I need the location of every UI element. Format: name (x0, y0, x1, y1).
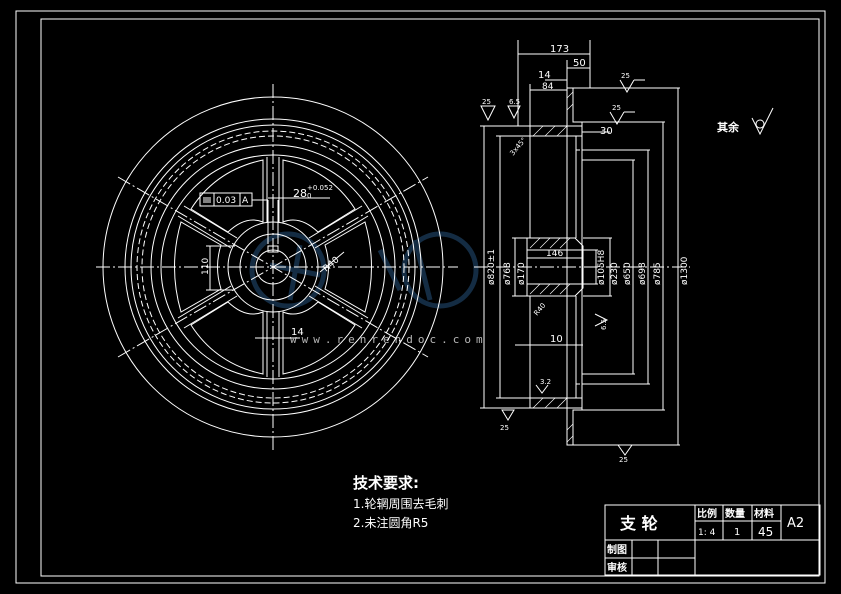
dim-50: 50 (573, 58, 586, 69)
section-hatching (529, 91, 574, 443)
centerline-diag-2 (117, 176, 429, 358)
hub-outer (227, 221, 319, 313)
tech-req-title: 技术要求: (353, 474, 419, 492)
rim-hidden-1 (136, 130, 410, 404)
inner-frame (40, 18, 820, 577)
web-openings (174, 159, 372, 375)
tech-req-item-2: 2.未注圆角R5 (353, 515, 428, 530)
keyway (267, 245, 279, 253)
roughness-2: 25 (621, 72, 630, 80)
hub-height-dim: 110 (201, 258, 211, 275)
rim-2 (124, 118, 422, 416)
dia-785: ø785 (653, 262, 663, 285)
qty-label: 数量 (725, 507, 745, 520)
material-label: 材料 (754, 507, 774, 520)
roughness-4: 25 (500, 424, 509, 432)
rim-outer (102, 96, 444, 438)
dim-14: 14 (538, 70, 551, 81)
dim-10: 10 (550, 334, 563, 345)
dia-230: ø230 (610, 262, 620, 285)
web-circle (160, 154, 386, 380)
drawn-by-label: 制图 (607, 543, 627, 556)
watermark-text: www.renrendoc.com (290, 333, 488, 346)
dim-84: 84 (542, 82, 554, 92)
checked-by-label: 审核 (607, 561, 627, 574)
roughness-5: 25 (619, 456, 628, 464)
keyway-tol-upper: +0.052 (307, 184, 333, 192)
scale-value: 1: 4 (698, 528, 716, 538)
keyway-tol-lower: 0 (307, 192, 311, 200)
tech-req-item-1: 1.轮辋周围去毛刺 (353, 497, 448, 511)
dia-698: ø698 (638, 262, 648, 285)
dim-173: 173 (550, 44, 569, 55)
dia-105: ø105H8 (597, 250, 607, 285)
dia-650: ø650 (623, 262, 633, 285)
datum-ref: A (242, 196, 249, 206)
bore (255, 249, 291, 285)
roughness-8: 3.2 (540, 378, 551, 386)
roughness-1: 25 (482, 98, 491, 106)
chamfer-2: R40 (532, 302, 547, 318)
keyway-width-dim: 28 (293, 187, 307, 200)
roughness-3: 25 (612, 104, 621, 112)
symmetry-tolerance: 0.03 (216, 196, 236, 206)
watermark-logo (249, 231, 479, 309)
part-name: 支 轮 (619, 514, 658, 533)
scale-label: 比例 (697, 507, 717, 520)
outer-frame (15, 10, 826, 584)
roughness-symbols (480, 79, 774, 456)
spoke-width-dim: 14 (291, 327, 304, 338)
roughness-7: 6.5 (600, 319, 608, 330)
dim-146: 146 (546, 249, 563, 259)
dia-170: ø170 (517, 262, 527, 285)
chamfer-1: 3x45° (508, 136, 528, 157)
roughness-6: 6.5 (509, 98, 520, 106)
front-view (96, 84, 458, 452)
rim-hidden-2 (141, 135, 405, 399)
dim-30: 30 (600, 126, 613, 137)
material-value: 45 (758, 525, 773, 539)
dia-1300: ø1300 (680, 256, 690, 285)
dia-768: ø768 (503, 262, 513, 285)
hub-ring (239, 233, 307, 301)
spokes (177, 157, 369, 377)
rim-3 (130, 124, 416, 410)
dia-820: ø820±1 (487, 249, 497, 285)
roughness-note: 其余 (717, 120, 740, 134)
sheet-size: A2 (787, 516, 804, 531)
title-block (604, 504, 821, 576)
rim-inner (150, 144, 396, 390)
qty-value: 1 (734, 527, 740, 538)
section-view (474, 40, 690, 446)
